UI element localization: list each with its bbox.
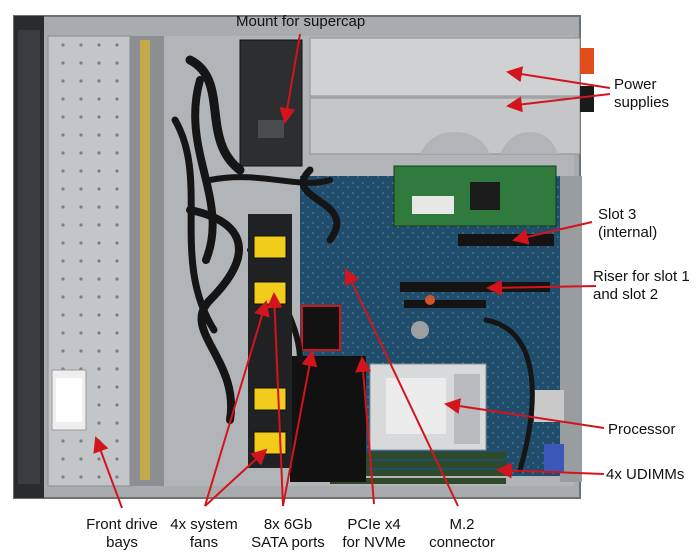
arrow-fans-1 <box>204 300 270 507</box>
slot-3-connector <box>458 234 554 246</box>
label-system-fans-line1: 4x system <box>170 516 238 533</box>
air-baffle <box>290 356 366 482</box>
callout-arrows <box>93 33 611 509</box>
system-fan-1 <box>253 235 287 259</box>
label-power-supplies-line1: Power <box>614 76 657 93</box>
arrow-supercap <box>279 33 301 124</box>
system-fan-3 <box>253 387 287 411</box>
udimm-1 <box>330 452 506 459</box>
arrow-sata-2 <box>282 350 318 507</box>
label-udimms: 4x UDIMMs <box>606 466 685 483</box>
label-pcie-nvme-line1: PCIe x4 <box>347 516 401 533</box>
arrow-slot-3 <box>512 221 593 245</box>
arrow-processor <box>444 398 605 429</box>
label-riser-line2: and slot 2 <box>593 286 659 303</box>
label-mount-for-supercap: Mount for supercap <box>236 13 366 30</box>
system-fan-2 <box>253 281 287 305</box>
rear-io-panel <box>560 176 582 482</box>
label-riser-line1: Riser for slot 1 <box>593 268 690 285</box>
label-slot-3-line1: Slot 3 <box>598 206 637 223</box>
arrow-power-supply-1 <box>506 66 611 89</box>
label-power-supplies-line2: supplies <box>614 94 670 111</box>
arrow-sata-1 <box>266 292 284 507</box>
label-m2-line2: connector <box>429 534 495 551</box>
label-sata-ports-line2: SATA ports <box>251 534 325 551</box>
label-front-drive-bays-line1: Front drive <box>86 516 158 533</box>
label-system-fans-line2: fans <box>189 534 219 551</box>
arrow-power-supply-2 <box>506 93 611 113</box>
system-fan-4 <box>253 431 287 455</box>
label-processor: Processor <box>608 421 676 438</box>
udimm-3 <box>330 470 506 476</box>
arrow-udimms <box>496 462 605 479</box>
arrow-front-drive-bays <box>93 436 123 509</box>
udimm-4 <box>330 478 506 484</box>
udimm-2 <box>330 461 506 468</box>
arrow-fans-2 <box>204 448 268 507</box>
riser-slot-connector-1 <box>400 282 550 292</box>
arrow-m2 <box>344 268 459 507</box>
supercap-mount <box>239 39 303 167</box>
sata-port-area <box>301 305 341 351</box>
power-supply-upper <box>309 37 581 97</box>
label-m2-line1: M.2 <box>449 516 475 533</box>
riser-slot-connector-2 <box>404 300 486 308</box>
cable-bundle <box>171 55 535 473</box>
arrow-riser <box>486 279 597 296</box>
label-front-drive-bays-line2: bays <box>106 534 138 551</box>
label-pcie-nvme-line2: for NVMe <box>342 534 406 551</box>
arrow-pcie-nvme <box>355 356 375 505</box>
label-slot-3-line2: (internal) <box>598 224 658 241</box>
label-sata-ports-line1: 8x 6Gb <box>263 516 313 533</box>
